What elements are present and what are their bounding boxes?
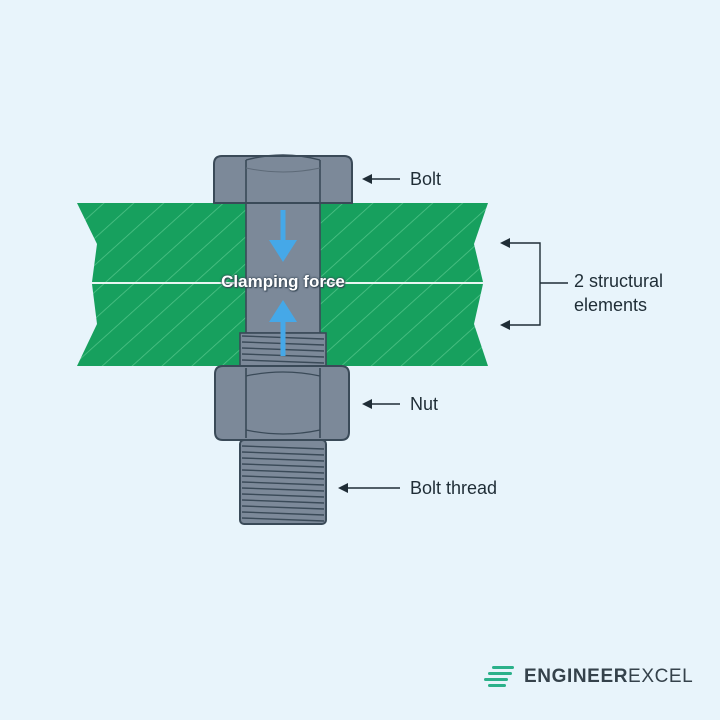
thread-line bbox=[241, 499, 325, 504]
brand-wordmark: ENGINEEREXCEL bbox=[524, 666, 693, 688]
structural-elements-label-line2: elements bbox=[574, 295, 648, 315]
thread-line bbox=[241, 457, 325, 462]
brand-word-excel: EXCEL bbox=[628, 666, 694, 687]
arrow-down-icon bbox=[269, 210, 297, 262]
thread-line bbox=[241, 451, 325, 456]
thread-line bbox=[241, 505, 325, 510]
thread-line bbox=[241, 481, 325, 486]
bolt-thread-label: Bolt thread bbox=[410, 478, 498, 498]
brand-word-engineer: ENGINEER bbox=[524, 666, 629, 687]
bolt-thread-lower bbox=[239, 439, 327, 525]
bolt-leader-arrow bbox=[362, 174, 400, 184]
thread-line bbox=[241, 511, 325, 516]
nut-leader-arrow bbox=[362, 399, 400, 409]
bolt-head bbox=[213, 154, 353, 204]
thread-line bbox=[241, 475, 325, 480]
structural-elements-label-line1: 2 structural bbox=[574, 271, 664, 291]
engineerexcel-logo: ENGINEEREXCEL bbox=[484, 662, 693, 692]
thread-line bbox=[241, 517, 325, 522]
thread-line bbox=[241, 487, 325, 492]
engineerexcel-logo-icon bbox=[484, 666, 514, 687]
thread-leader-arrow bbox=[338, 483, 400, 493]
thread-line bbox=[241, 463, 325, 468]
arrow-up-icon bbox=[269, 300, 297, 356]
clamping-force-label: Clamping force bbox=[221, 272, 345, 291]
thread-line bbox=[241, 469, 325, 474]
thread-line bbox=[241, 445, 325, 450]
thread-line bbox=[241, 493, 325, 498]
thread-line bbox=[241, 359, 325, 364]
bolt-label: Bolt bbox=[410, 169, 442, 189]
nut-label: Nut bbox=[410, 394, 439, 414]
structural-bracket bbox=[500, 238, 568, 330]
nut bbox=[214, 365, 350, 441]
